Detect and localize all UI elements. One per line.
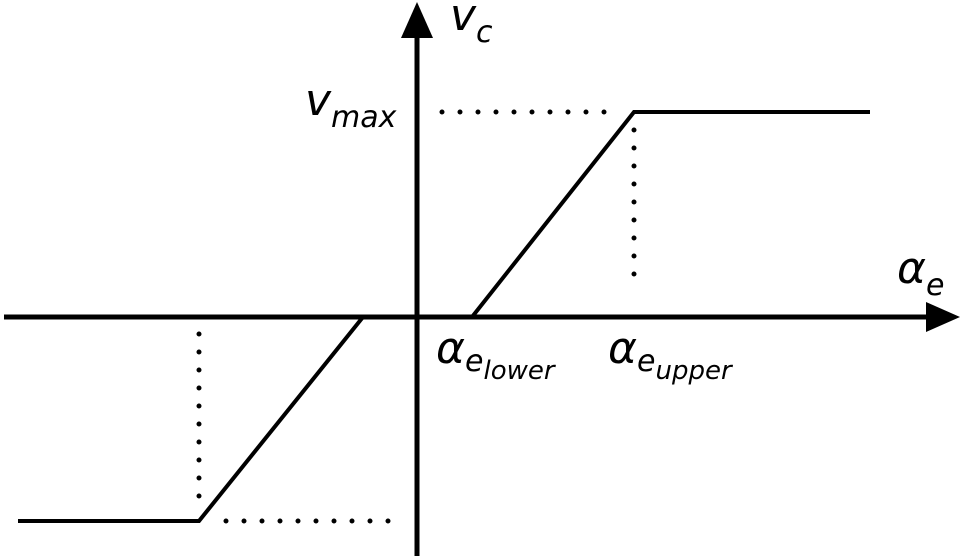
positive-saturation-curve [470,110,870,319]
y-axis-arrowhead [401,2,433,38]
vmax-label: vmax [305,75,397,135]
negative-saturation-curve [18,315,365,523]
axes [4,30,936,556]
alpha-upper-label: αeupper [608,323,734,386]
guide-lines [196,109,637,524]
x-axis-arrowhead [926,302,960,332]
y-axis-label: vc [450,0,493,50]
x-axis-label: αe [897,243,944,303]
alpha-lower-label: αelower [436,323,557,386]
